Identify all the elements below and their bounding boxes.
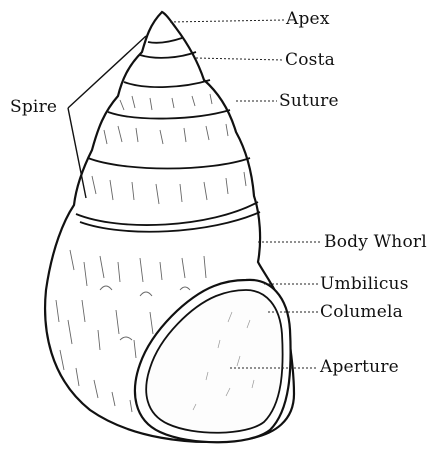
apex-label: Apex <box>286 11 330 28</box>
costa-label: Costa <box>285 52 335 69</box>
columela-label: Columela <box>320 304 403 321</box>
spire-label: Spire <box>10 99 57 116</box>
costa-leader <box>196 58 283 60</box>
whorl-sutures <box>76 38 260 232</box>
umbilicus-label: Umbilicus <box>320 276 409 293</box>
aperture-inner-opening <box>146 290 282 433</box>
aperture-label: Aperture <box>320 359 399 376</box>
body-whorl-label: Body Whorl <box>324 234 427 251</box>
suture-label: Suture <box>279 93 339 110</box>
apex-leader <box>170 20 284 22</box>
